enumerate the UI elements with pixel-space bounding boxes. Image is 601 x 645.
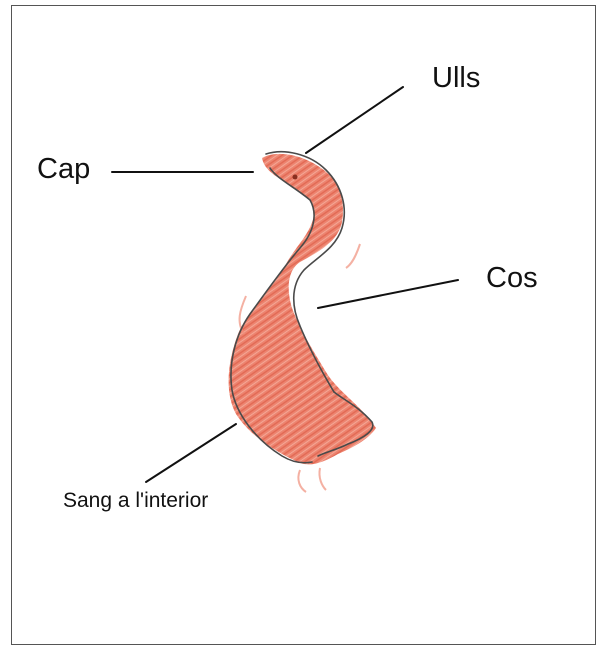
leader-line-ulls <box>306 87 403 153</box>
leader-line-sang <box>146 424 236 482</box>
label-cap: Cap <box>37 155 90 184</box>
label-ulls: Ulls <box>432 64 480 93</box>
worm-body-fill <box>229 154 376 465</box>
leader-line-cos <box>318 280 458 308</box>
eye-dot <box>293 175 298 180</box>
label-cos: Cos <box>486 264 538 293</box>
worm-drawing <box>0 0 601 622</box>
label-sang-a-l-interior: Sang a l'interior <box>63 490 208 511</box>
